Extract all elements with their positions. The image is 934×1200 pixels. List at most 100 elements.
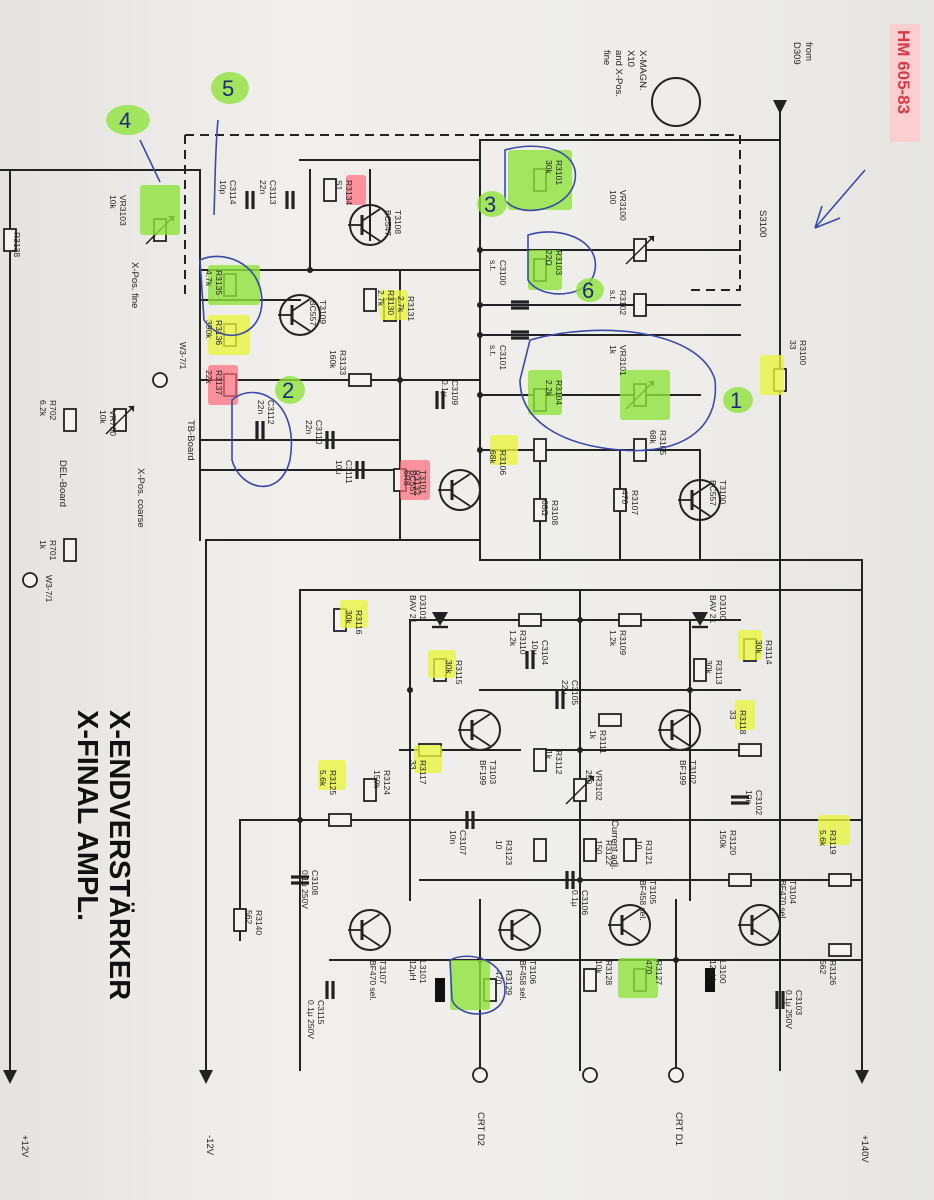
component-value: 30k bbox=[444, 660, 454, 674]
svg-text:D309: D309 bbox=[791, 42, 802, 65]
pen-circle-c3112 bbox=[231, 391, 293, 488]
component-value: 10μ bbox=[334, 460, 344, 474]
component-value: 1.2k bbox=[608, 630, 618, 647]
pen-number-3: 3 bbox=[477, 191, 507, 217]
diode-d3101 bbox=[432, 612, 448, 629]
component-value: 0.1μ 250V bbox=[784, 990, 794, 1029]
component-ref: R3101 bbox=[554, 160, 564, 185]
junction-dot bbox=[307, 267, 313, 273]
junction-dot bbox=[687, 687, 693, 693]
component-value: 22n bbox=[258, 180, 268, 194]
component-value: 2.7k bbox=[376, 290, 386, 307]
component-value: S1 bbox=[334, 180, 344, 191]
component-ref: L3100 bbox=[718, 960, 728, 984]
pen-circle-r3129 bbox=[449, 955, 506, 1015]
component-value: BF199 bbox=[678, 760, 688, 785]
svg-text:W3-7/1: W3-7/1 bbox=[178, 342, 188, 370]
hl-r3106 bbox=[490, 435, 518, 465]
component-value: BAV 21 bbox=[708, 595, 718, 623]
component-value: 10k bbox=[108, 195, 118, 209]
component-ref: D3101 bbox=[418, 595, 428, 620]
hl-r3129 bbox=[450, 960, 490, 1010]
capacitor-c3107 bbox=[465, 811, 475, 829]
component-labels: R310033R310130kVR3100100R3102s.t.R310322… bbox=[12, 160, 838, 1039]
inductor-l3101 bbox=[435, 978, 445, 1002]
capacitor-c3112 bbox=[255, 421, 265, 439]
component-ref: C3108 bbox=[310, 870, 320, 895]
component-value: BF470 sel. bbox=[778, 880, 788, 921]
pen-number-1: 1 bbox=[723, 387, 753, 413]
component-ref: R3107 bbox=[630, 490, 640, 515]
component-value: 22n bbox=[304, 420, 314, 434]
pen-arrow-4 bbox=[139, 139, 161, 183]
component-ref: VR3102 bbox=[594, 770, 604, 801]
junction-dot bbox=[477, 447, 483, 453]
title-line-1: X-ENDVERSTÄRKER bbox=[103, 710, 136, 1000]
component-ref: C3114 bbox=[228, 180, 238, 205]
svg-text:and X-Pos.: and X-Pos. bbox=[613, 50, 624, 97]
component-ref: R3130 bbox=[386, 290, 396, 315]
pot-wiper-vr3100 bbox=[625, 235, 655, 265]
component-ref: C3100 bbox=[498, 260, 508, 285]
component-ref: C3102 bbox=[754, 790, 764, 815]
arrow-from-d309 bbox=[773, 100, 787, 114]
component-value: 150k bbox=[718, 830, 728, 849]
component-ref: C3111 bbox=[344, 460, 354, 484]
component-ref: R701 bbox=[48, 540, 58, 561]
component-value: BF199 bbox=[478, 760, 488, 785]
title-line-2: X-FINAL AMPL. bbox=[71, 710, 103, 921]
component-ref: R3103 bbox=[554, 250, 564, 275]
component-value: 30k bbox=[704, 660, 714, 674]
component-ref: R3109 bbox=[618, 630, 628, 655]
resistor-r3123 bbox=[533, 838, 547, 862]
component-value: 1k bbox=[588, 730, 598, 740]
arrow-plus140 bbox=[855, 1070, 869, 1084]
junction-dot bbox=[477, 392, 483, 398]
component-value: 68Ω bbox=[540, 500, 550, 516]
svg-text:CRT D1: CRT D1 bbox=[673, 1112, 684, 1146]
doc-tag: HM 605-83 bbox=[890, 24, 920, 142]
resistor-r701 bbox=[63, 538, 77, 562]
component-value: 100 bbox=[608, 190, 618, 204]
component-value: s.t. bbox=[608, 290, 618, 301]
hl-r3114 bbox=[738, 630, 762, 660]
svg-text:5: 5 bbox=[222, 76, 234, 101]
svg-text:DEL-Board: DEL-Board bbox=[57, 460, 68, 507]
svg-text:-12V: -12V bbox=[204, 1135, 215, 1156]
diode-d3100 bbox=[692, 612, 708, 629]
wiring bbox=[0, 77, 869, 1084]
component-ref: VR700 bbox=[108, 410, 118, 436]
resistor-r3111 bbox=[598, 713, 622, 727]
component-ref: C3101 bbox=[498, 345, 508, 370]
component-value: 2.2k bbox=[544, 380, 554, 397]
current-adj-label: Current adj. bbox=[609, 820, 620, 870]
component-ref: R3100 bbox=[798, 340, 808, 365]
component-ref: R3111 bbox=[598, 730, 608, 754]
component-ref: C3103 bbox=[794, 990, 804, 1015]
connector-w3-dot-2 bbox=[22, 572, 38, 588]
component-value: 390k bbox=[204, 320, 214, 339]
component-value: s.t. bbox=[488, 345, 498, 356]
capacitor-c3108 bbox=[291, 875, 309, 885]
title-block: X-ENDVERSTÄRKER X-FINAL AMPL. bbox=[71, 710, 136, 1000]
